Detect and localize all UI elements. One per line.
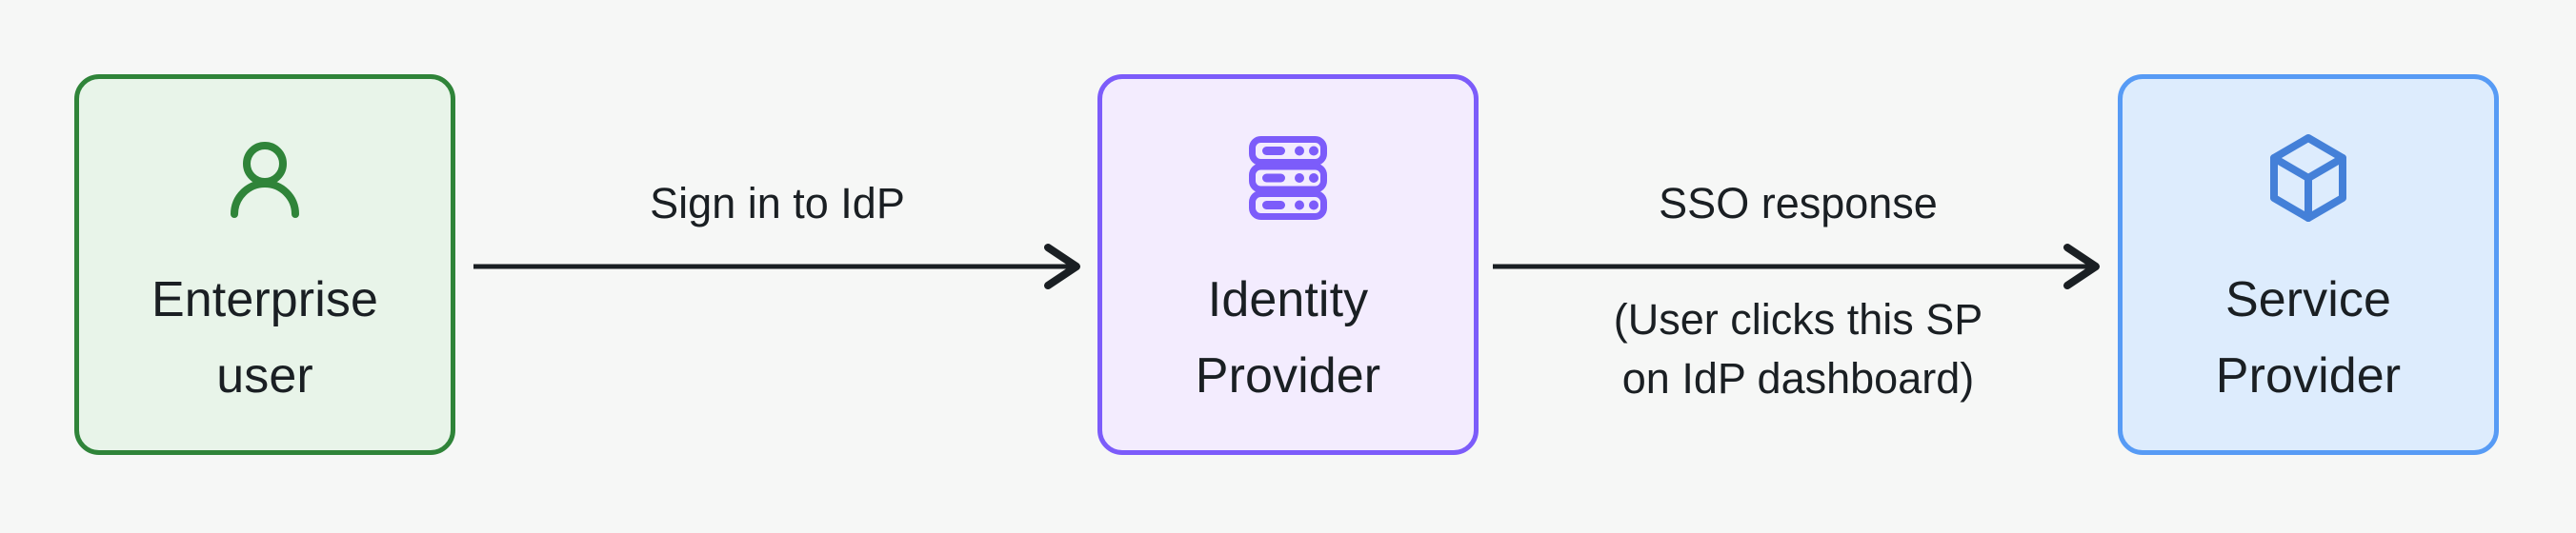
edge-sso-response: SSO response (User clicks this SP on IdP…	[1479, 0, 2118, 533]
cube-icon	[2264, 134, 2352, 222]
server-stack-icon	[1247, 134, 1329, 222]
edge-sublabel-sso-response: (User clicks this SP on IdP dashboard)	[1613, 295, 1983, 403]
arrow-sso-response	[1493, 244, 2100, 289]
node-label-enterprise-user: Enterprise user	[151, 272, 378, 404]
node-identity-provider[interactable]: Identity Provider	[1097, 74, 1479, 455]
node-enterprise-user[interactable]: Enterprise user	[74, 74, 455, 455]
person-icon	[221, 134, 309, 222]
node-label-service-provider: Service Provider	[2215, 272, 2402, 404]
edge-sign-in-to-idp: Sign in to IdP	[457, 0, 1097, 533]
edge-label-sign-in-to-idp: Sign in to IdP	[650, 179, 905, 227]
node-label-identity-provider: Identity Provider	[1195, 272, 1381, 404]
node-service-provider[interactable]: Service Provider	[2118, 74, 2499, 455]
arrow-sign-in-to-idp	[473, 244, 1080, 289]
edge-label-sso-response: SSO response	[1659, 179, 1938, 227]
